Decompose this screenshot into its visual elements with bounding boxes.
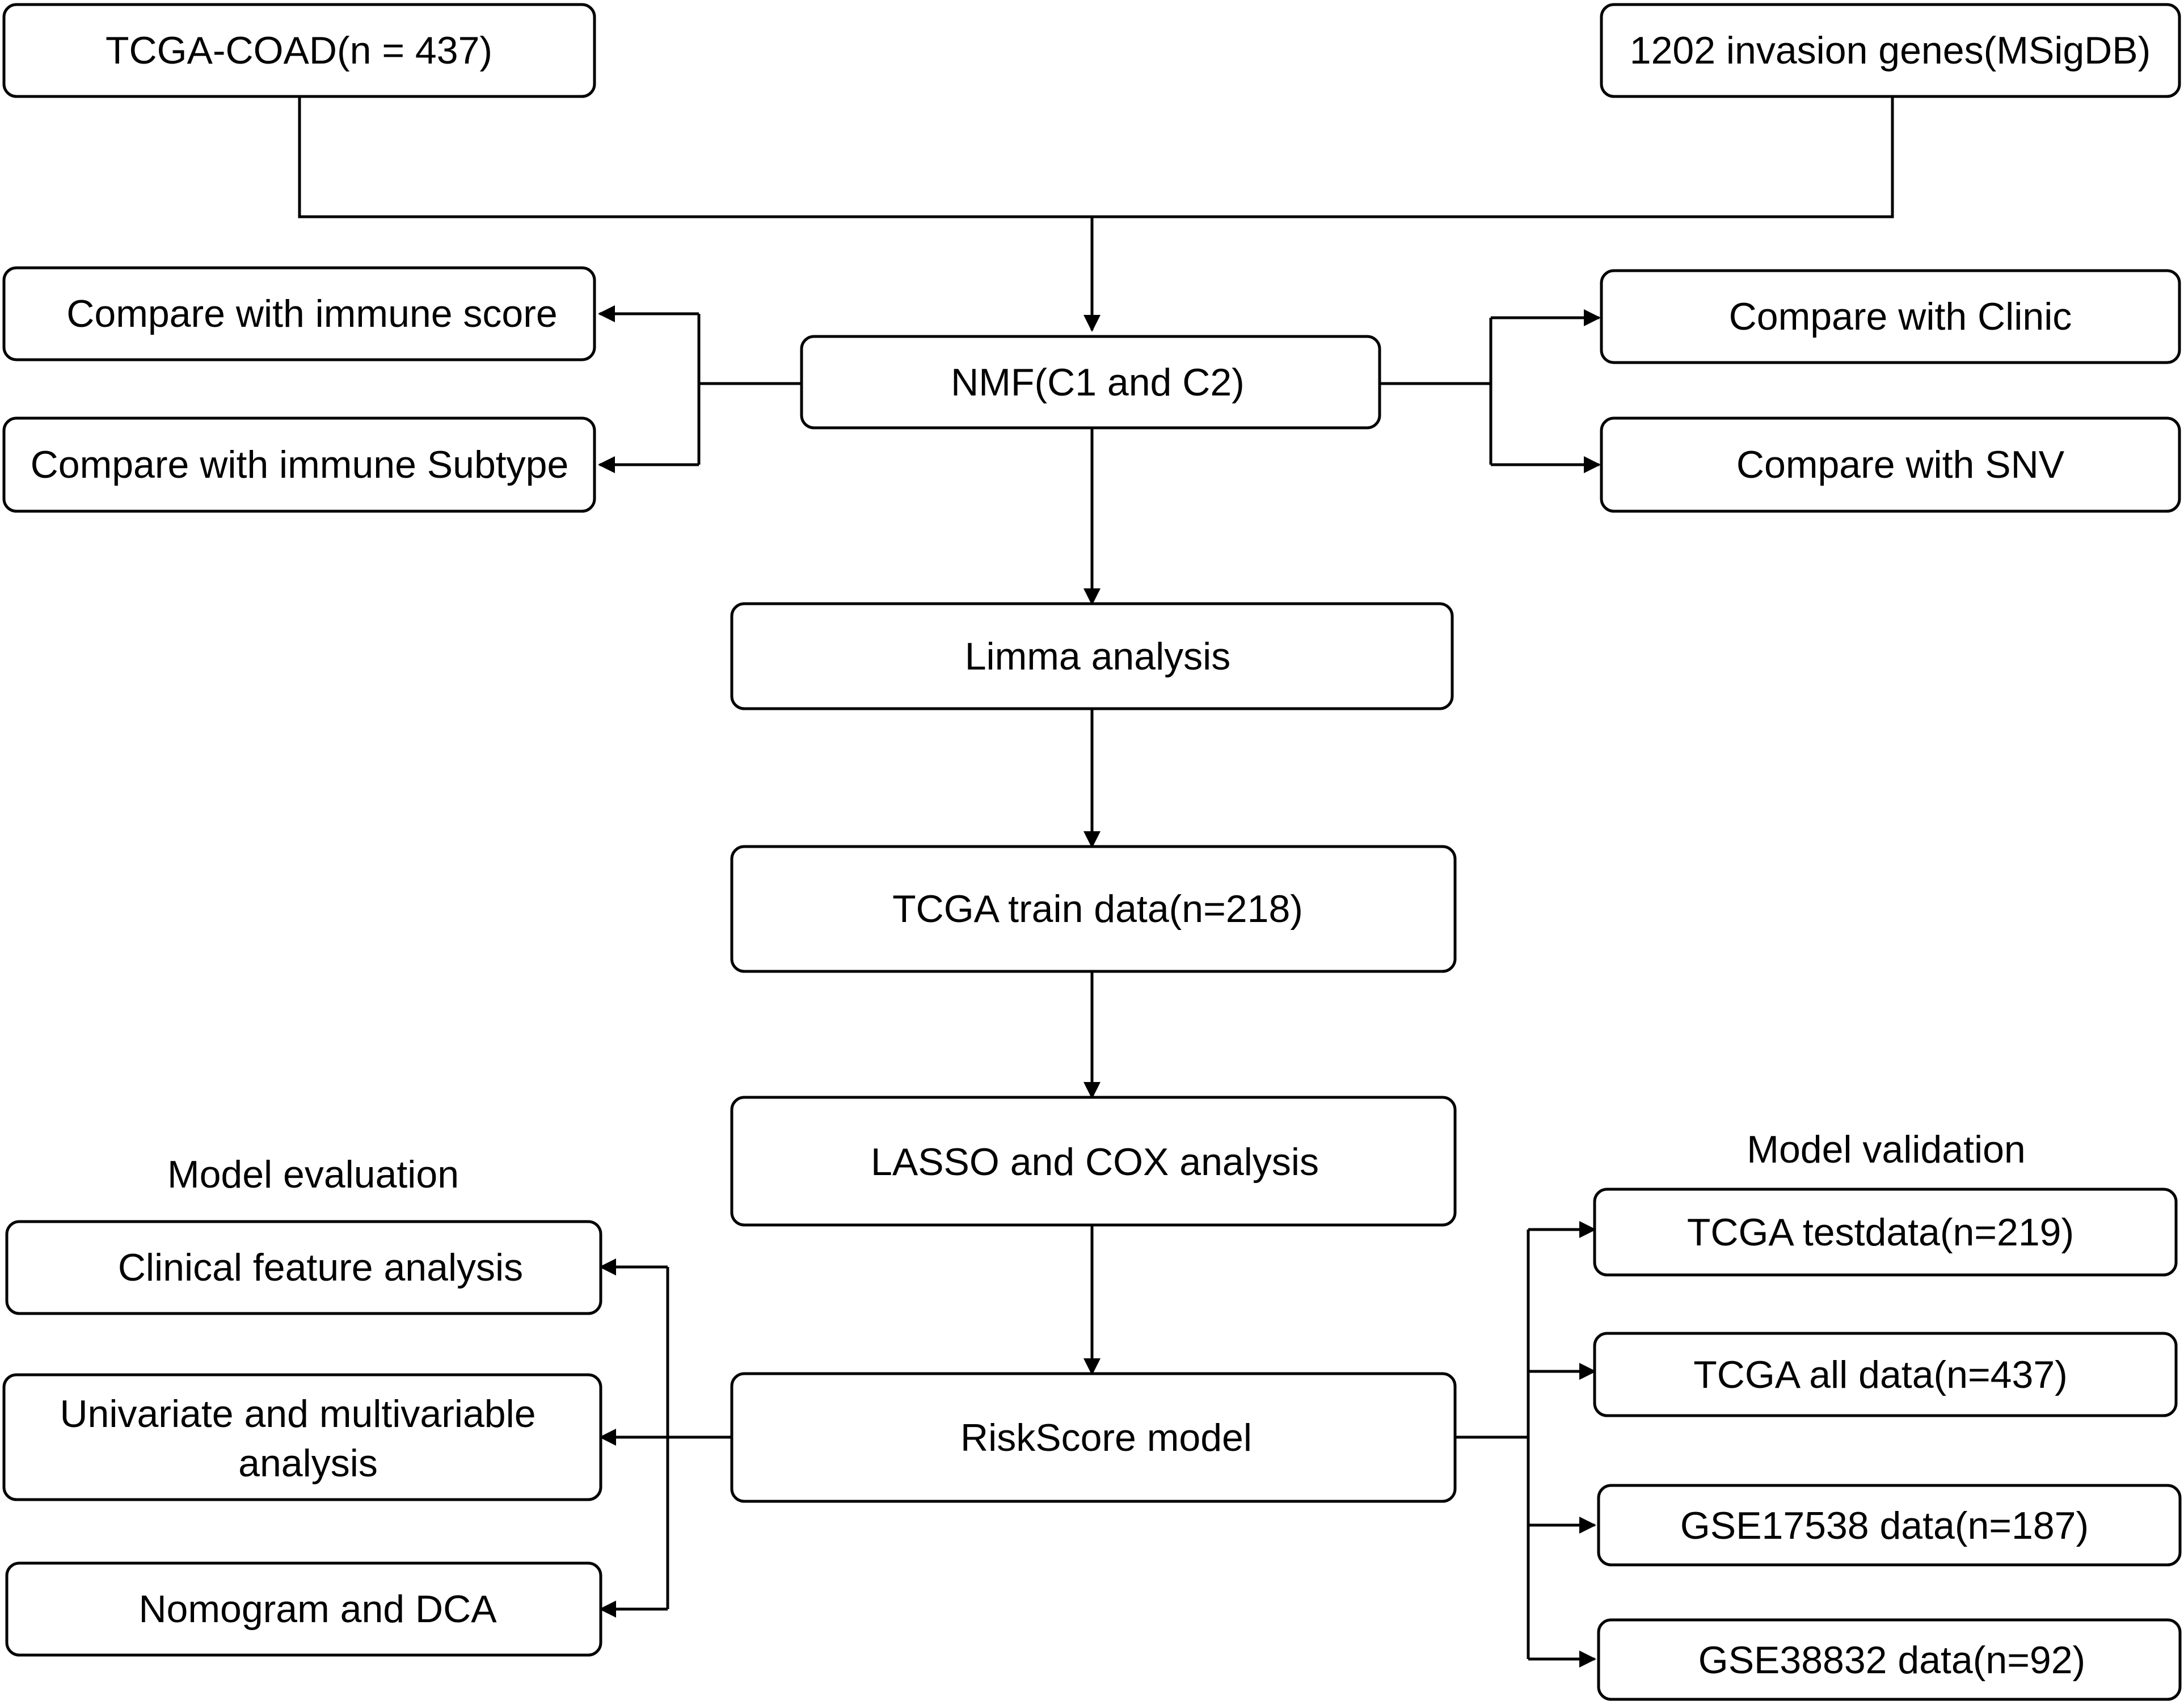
node-univariate: Univariate and multivariable analysis: [2, 1373, 602, 1501]
node-invasion-genes-label: 1202 invasion genes(MSigDB): [1630, 29, 2151, 72]
node-tcga-coad: TCGA-COAD(n = 437): [2, 3, 596, 98]
node-nomogram-label: Nomogram and DCA: [138, 1588, 497, 1631]
node-snv-label: Compare with SNV: [1736, 443, 2065, 486]
node-limma: Limma analysis: [730, 602, 1454, 710]
node-testdata: TCGA testdata(n=219): [1593, 1188, 2178, 1277]
node-clinical-feature-label: Clinical feature analysis: [118, 1246, 523, 1289]
node-lasso-cox-label: LASSO and COX analysis: [871, 1140, 1319, 1184]
edge-genes-merge: [1092, 96, 1894, 218]
node-nmf: NMF(C1 and C2): [800, 335, 1381, 430]
connectors: [298, 96, 1894, 1668]
node-testdata-label: TCGA testdata(n=219): [1687, 1211, 2074, 1254]
node-lasso-cox: LASSO and COX analysis: [730, 1096, 1457, 1227]
node-limma-label: Limma analysis: [965, 635, 1231, 678]
node-clinical-feature: Clinical feature analysis: [5, 1220, 602, 1315]
node-gse38832-label: GSE38832 data(n=92): [1698, 1639, 2085, 1682]
node-immune-subtype: Compare with immune Subtype: [2, 416, 596, 513]
node-immune-score: Compare with immune score: [2, 266, 596, 361]
node-gse17538: GSE17538 data(n=187): [1597, 1484, 2182, 1567]
node-immune-score-label: Compare with immune score: [66, 292, 557, 335]
section-label-evaluation: Model evaluation: [167, 1153, 459, 1196]
node-alldata: TCGA all data(n=437): [1593, 1332, 2178, 1417]
node-univariate-label-line2: analysis: [238, 1442, 378, 1485]
node-train: TCGA train data(n=218): [730, 845, 1457, 973]
node-snv: Compare with SNV: [1600, 416, 2181, 513]
node-riskscore: RiskScore model: [730, 1372, 1457, 1503]
node-clinic-label: Compare with Clinic: [1729, 295, 2072, 338]
edge-tcga-coad-merge: [298, 96, 1092, 218]
node-train-label: TCGA train data(n=218): [892, 887, 1303, 931]
node-riskscore-label: RiskScore model: [960, 1416, 1252, 1459]
node-nomogram: Nomogram and DCA: [5, 1561, 602, 1657]
node-univariate-label-line1: Univariate and multivariable: [60, 1392, 536, 1435]
node-immune-subtype-label: Compare with immune Subtype: [31, 443, 569, 486]
node-alldata-label: TCGA all data(n=437): [1693, 1353, 2068, 1396]
node-nmf-label: NMF(C1 and C2): [951, 361, 1245, 404]
section-label-validation: Model validation: [1747, 1128, 2025, 1171]
node-gse38832: GSE38832 data(n=92): [1597, 1618, 2182, 1701]
node-gse17538-label: GSE17538 data(n=187): [1680, 1504, 2089, 1547]
node-clinic: Compare with Clinic: [1600, 269, 2181, 364]
node-tcga-coad-label: TCGA-COAD(n = 437): [106, 29, 492, 72]
node-invasion-genes: 1202 invasion genes(MSigDB): [1600, 3, 2181, 98]
